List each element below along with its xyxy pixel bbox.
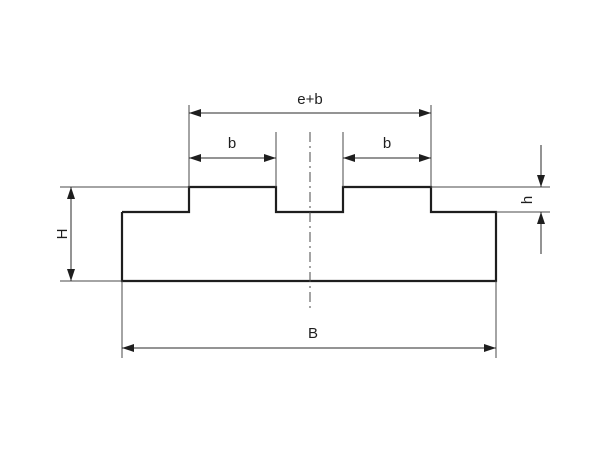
label-overall-width: B <box>308 325 318 342</box>
profile-outline <box>120 185 498 283</box>
label-lip-height: h <box>519 196 536 204</box>
label-tooth-left: b <box>228 135 236 152</box>
label-tooth-span: e+b <box>297 91 322 108</box>
label-tooth-right: b <box>383 135 391 152</box>
label-total-height: H <box>54 229 71 240</box>
